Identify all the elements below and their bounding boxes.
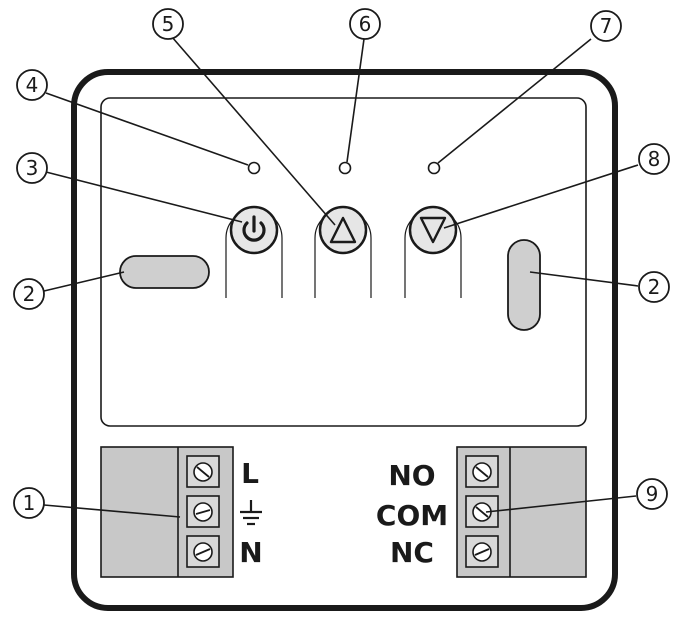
callout-4: 4 bbox=[16, 69, 48, 101]
down-button[interactable] bbox=[404, 205, 462, 298]
screw-icon bbox=[472, 462, 492, 482]
mounting-slot-horizontal bbox=[119, 255, 210, 289]
power-button[interactable] bbox=[225, 205, 283, 298]
screw-icon bbox=[472, 542, 492, 562]
left-terminal-block bbox=[100, 446, 234, 578]
terminal-label-no: NO bbox=[388, 459, 435, 492]
svg-text:8: 8 bbox=[648, 147, 661, 171]
screw-icon bbox=[193, 502, 213, 522]
led-indicator-left bbox=[247, 161, 261, 175]
leader-lines bbox=[43, 36, 639, 518]
triangle-up-icon bbox=[329, 216, 357, 244]
terminal-label-nc: NC bbox=[390, 536, 434, 569]
terminal-label-l: L bbox=[241, 457, 259, 490]
up-button[interactable] bbox=[314, 205, 372, 298]
svg-text:9: 9 bbox=[646, 482, 659, 506]
svg-text:4: 4 bbox=[26, 73, 39, 97]
power-icon bbox=[242, 215, 266, 242]
callout-6: 6 bbox=[349, 8, 381, 40]
callout-8: 8 bbox=[638, 143, 670, 175]
mounting-slot-vertical bbox=[507, 239, 541, 331]
callout-3: 3 bbox=[16, 152, 48, 184]
callout-2-right: 2 bbox=[638, 271, 670, 303]
svg-text:2: 2 bbox=[23, 282, 36, 306]
callout-5: 5 bbox=[152, 8, 184, 40]
front-panel bbox=[100, 97, 587, 427]
terminal-label-com: COM bbox=[376, 499, 448, 532]
svg-text:6: 6 bbox=[359, 12, 372, 36]
up-button-face bbox=[318, 205, 368, 255]
svg-text:7: 7 bbox=[600, 14, 613, 38]
screw-icon bbox=[193, 462, 213, 482]
callout-2-left: 2 bbox=[13, 278, 45, 310]
svg-text:3: 3 bbox=[26, 156, 39, 180]
down-button-face bbox=[408, 205, 458, 255]
triangle-down-icon bbox=[419, 216, 447, 244]
screw-icon bbox=[193, 542, 213, 562]
svg-text:1: 1 bbox=[23, 491, 36, 515]
terminal-label-n: N bbox=[239, 536, 262, 569]
led-indicator-center bbox=[338, 161, 352, 175]
callout-7: 7 bbox=[590, 10, 622, 42]
led-indicator-right bbox=[427, 161, 441, 175]
screw-icon bbox=[472, 502, 492, 522]
svg-text:5: 5 bbox=[162, 12, 175, 36]
ground-icon bbox=[240, 500, 262, 526]
callout-9: 9 bbox=[636, 478, 668, 510]
right-terminal-block bbox=[456, 446, 587, 578]
svg-text:2: 2 bbox=[648, 275, 661, 299]
callout-1: 1 bbox=[13, 487, 45, 519]
